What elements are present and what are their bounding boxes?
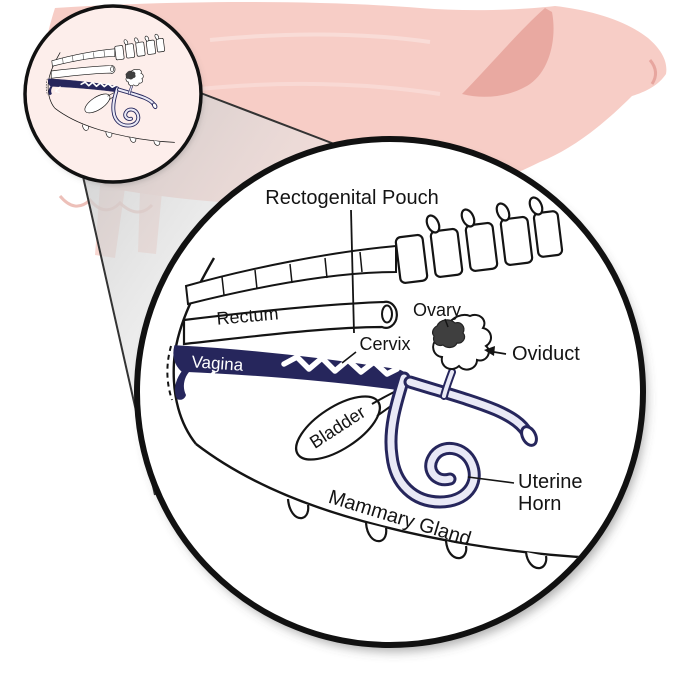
label-oviduct: Oviduct <box>512 343 580 365</box>
leader-oviduct-arrowhead <box>484 346 495 356</box>
label-vagina: Vagina <box>191 352 244 375</box>
detail-circle-fill <box>137 139 643 645</box>
pig-skin-fold <box>189 81 441 96</box>
leader-cervix <box>341 351 357 364</box>
detail-circle-outline <box>134 136 646 648</box>
cone-edge-upper <box>197 91 351 151</box>
leader-oviduct <box>484 346 507 356</box>
label-rectogenital-pouch: Rectogenital Pouch <box>265 187 438 209</box>
leader-uterine-horn <box>467 476 515 484</box>
label-uterine-horn-line2: Horn <box>518 493 561 515</box>
label-ovary: Ovary <box>413 300 461 320</box>
label-cervix: Cervix <box>359 334 410 354</box>
magnifier-circle-outline <box>23 4 203 184</box>
leader-rectogenital-pouch <box>350 209 355 334</box>
pig-skin-fold <box>209 32 431 44</box>
pig-ear <box>462 8 554 97</box>
pig-snout-line <box>648 59 657 85</box>
label-uterine-horn-line1: Uterine <box>518 471 582 493</box>
leader-ovary <box>444 318 449 328</box>
magnifier-circle-fill <box>25 6 201 182</box>
